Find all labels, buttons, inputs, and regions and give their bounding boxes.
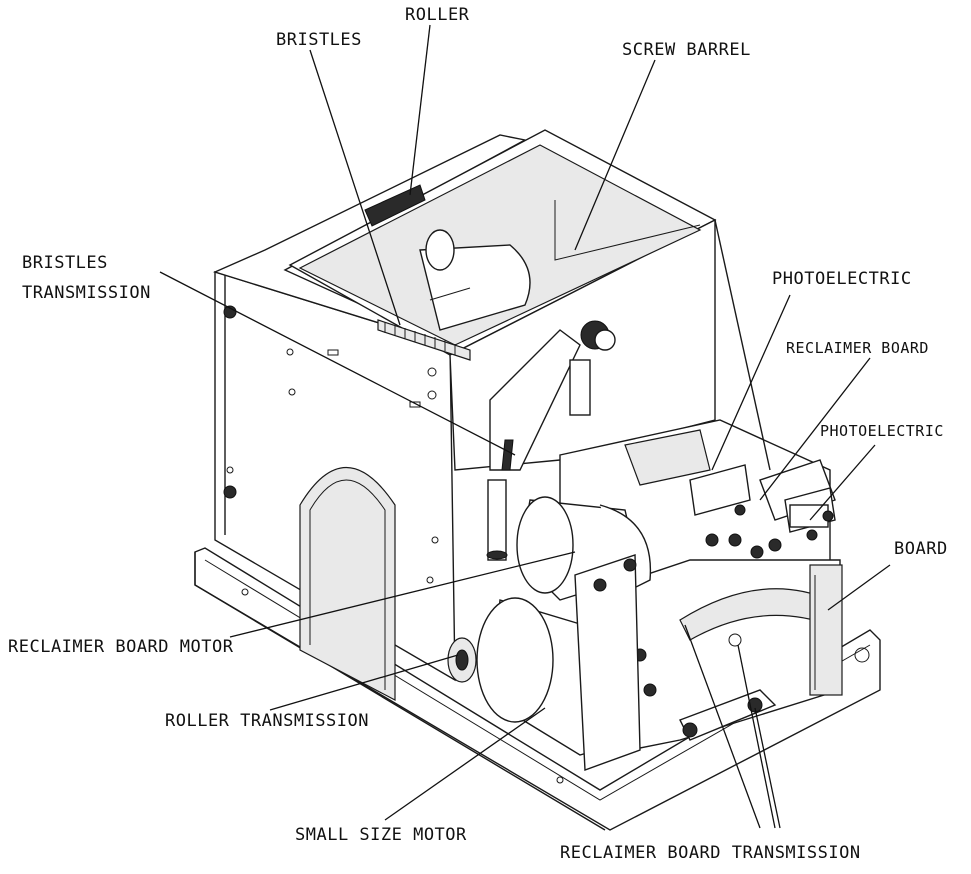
leader-bristles [309,49,401,326]
leader-reclaimer-board-motor [229,551,576,638]
left-housing [213,134,528,701]
label-bristles-transmission-line1: BRISTLES [22,253,108,273]
leader-board [827,564,891,611]
label-roller: ROLLER [405,5,470,25]
labels: ROLLER BRISTLES SCREW BARREL BRISTLES TR… [8,5,948,863]
leader-reclaimer-board-transmission-b [737,644,776,829]
label-reclaimer-board-transmission: RECLAIMER BOARD TRANSMISSION [560,843,861,863]
leader-photoelectric-top [711,294,791,471]
label-photoelectric-top: PHOTOELECTRIC [772,269,912,289]
leader-lines [159,24,891,829]
label-small-size-motor: SMALL SIZE MOTOR [295,825,467,845]
leader-bristles-transmission [159,271,516,456]
label-reclaimer-board: RECLAIMER BOARD [786,339,929,357]
leader-screw-barrel [574,59,656,251]
label-bristles: BRISTLES [276,30,362,50]
leader-small-size-motor [384,707,546,821]
label-photoelectric-right: PHOTOELECTRIC [820,422,944,440]
label-reclaimer-board-motor: RECLAIMER BOARD MOTOR [8,637,234,657]
leader-reclaimer-board-transmission-c [754,707,781,829]
leader-roller [409,24,431,196]
bristles-transmission-arm [486,320,616,561]
leader-reclaimer-board-transmission-a [684,624,761,829]
roller-transmission [447,637,477,683]
label-roller-transmission: ROLLER TRANSMISSION [165,711,369,731]
leader-reclaimer-board [759,357,871,501]
small-size-motor [476,554,657,771]
label-bristles-transmission-line2: TRANSMISSION [22,283,151,303]
leader-roller-transmission [269,654,459,711]
label-screw-barrel: SCREW BARREL [622,40,751,60]
right-assembly [559,219,843,751]
leader-photoelectric-right [809,444,876,521]
label-board: BOARD [894,539,948,559]
